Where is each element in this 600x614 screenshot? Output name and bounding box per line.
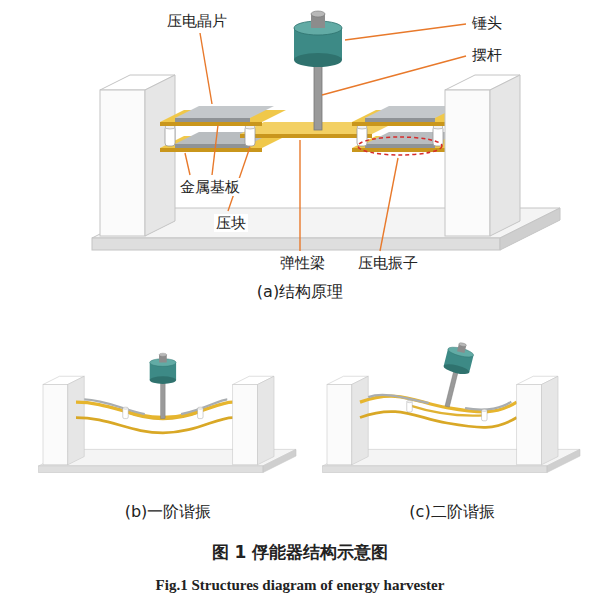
upper-layers xyxy=(365,118,435,122)
leader-lines xyxy=(185,153,190,175)
leader-lines xyxy=(200,33,212,104)
part-label: 摆杆 xyxy=(470,46,504,64)
part-label: 锤头 xyxy=(470,14,504,32)
panel-a-drawing xyxy=(92,75,560,250)
leader-lines xyxy=(322,56,466,95)
subfigure-label: (a)结构原理 xyxy=(255,282,345,301)
panel-c-drawing xyxy=(407,400,413,412)
upper-layers xyxy=(352,122,445,126)
panel-a-drawing xyxy=(92,11,560,250)
panel-c-drawing xyxy=(360,412,517,428)
panel-c-drawing xyxy=(323,340,580,473)
part-label: 弹性梁 xyxy=(278,254,327,272)
panel-b-drawing xyxy=(39,376,296,472)
part-label: 金属基板 xyxy=(178,178,242,196)
caption-english: Fig.1 Structures diagram of energy harve… xyxy=(154,576,447,594)
panel-b-drawing xyxy=(198,407,204,419)
upper-layers xyxy=(175,118,250,122)
panel-a-drawing xyxy=(294,11,342,130)
leader-lines xyxy=(212,125,218,175)
panel-b-drawing xyxy=(123,407,129,419)
panel-a-drawing xyxy=(445,75,520,236)
panel-c-drawing xyxy=(434,340,475,410)
panel-b-drawing xyxy=(233,376,274,465)
leader-lines xyxy=(185,24,466,251)
panel-a-drawing xyxy=(165,125,175,146)
upper-layers xyxy=(175,106,274,118)
subfigure-label: (c)二阶谐振 xyxy=(407,502,496,521)
upper-layers xyxy=(160,122,262,126)
vibrator-highlight xyxy=(358,137,442,155)
panel-b-drawing xyxy=(150,353,176,418)
figure-caption: 图 1 俘能器结构示意图 xyxy=(210,542,391,562)
subfigure-label: (b)一阶谐振 xyxy=(123,502,214,521)
left-vibrator xyxy=(160,148,262,152)
panel-c-drawing xyxy=(482,409,488,421)
leader-lines xyxy=(380,158,398,251)
panel-a-drawing xyxy=(245,125,255,146)
left-vibrator xyxy=(175,144,250,148)
panel-c-drawing xyxy=(517,376,558,465)
right-vibrator-lower xyxy=(365,144,435,148)
part-label: 压块 xyxy=(214,214,248,232)
leader-lines xyxy=(345,24,466,40)
part-label: 压电振子 xyxy=(356,254,420,272)
elastic-beam xyxy=(240,134,372,138)
panel-c-drawing xyxy=(368,395,511,410)
leader-lines xyxy=(299,140,300,251)
panel-b-drawing xyxy=(84,399,227,414)
panel-b-drawing xyxy=(39,353,296,472)
part-label: 压电晶片 xyxy=(165,12,229,30)
